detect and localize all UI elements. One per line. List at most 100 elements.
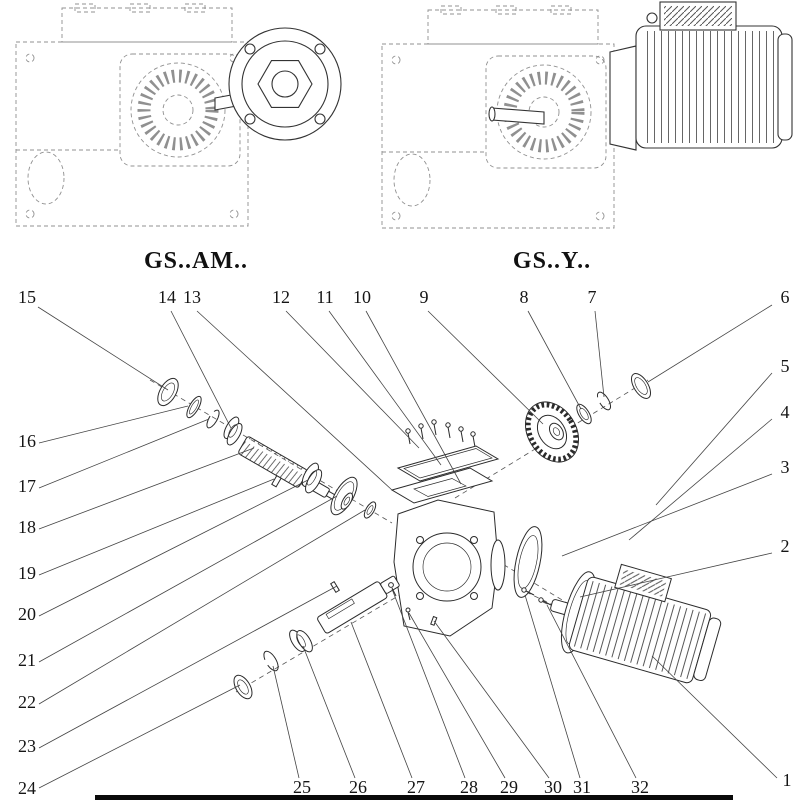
callout-number-10: 10 xyxy=(353,287,371,307)
callout-number-29: 29 xyxy=(500,777,518,797)
cover-gasket xyxy=(390,467,494,504)
callout-leader-2 xyxy=(579,552,773,598)
callout-number-1: 1 xyxy=(783,770,792,790)
callout-leader-28 xyxy=(391,588,466,779)
callout-number-28: 28 xyxy=(460,777,478,797)
callout-number-4: 4 xyxy=(781,402,790,422)
circlip-output xyxy=(263,650,279,672)
callout-leader-29 xyxy=(408,612,506,779)
callout-number-20: 20 xyxy=(18,604,36,624)
callout-leader-7 xyxy=(594,310,605,398)
flange-bolt-circle xyxy=(241,40,329,128)
cover-plate xyxy=(396,445,500,482)
variant-label-gsam: GS..AM.. xyxy=(144,248,248,274)
variant-label-gsy: GS..Y.. xyxy=(513,248,591,274)
callout-leader-30 xyxy=(433,620,550,779)
callout-number-19: 19 xyxy=(18,563,36,583)
callout-leader-26 xyxy=(302,645,356,779)
callout-leader-12 xyxy=(285,310,420,449)
callout-number-31: 31 xyxy=(573,777,591,797)
callout-leader-18 xyxy=(38,447,255,530)
helical-gear xyxy=(525,401,579,463)
motor-flange xyxy=(609,45,637,151)
callout-number-9: 9 xyxy=(420,287,429,307)
callout-leader-15 xyxy=(37,306,169,391)
callout-number-7: 7 xyxy=(588,287,597,307)
callout-number-8: 8 xyxy=(520,287,529,307)
output-shaft xyxy=(317,575,400,634)
callout-number-12: 12 xyxy=(272,287,290,307)
callout-leader-5 xyxy=(655,372,773,506)
motor-flange-bolts xyxy=(521,587,552,606)
callout-number-27: 27 xyxy=(407,777,425,797)
washer-input xyxy=(186,395,202,419)
motor-fan-cover xyxy=(693,617,722,682)
page-edge-mark xyxy=(95,795,733,800)
oil-seal-gear xyxy=(630,373,652,399)
callout-leader-20 xyxy=(38,479,309,617)
callout-leader-1 xyxy=(651,655,778,779)
callout-leader-31 xyxy=(524,594,581,779)
cover-screws xyxy=(405,419,476,448)
callout-leader-4 xyxy=(628,418,773,541)
callout-number-17: 17 xyxy=(18,476,36,496)
washer-output xyxy=(233,674,253,700)
oil-seal-input xyxy=(157,377,179,407)
motor-cooling-fins xyxy=(572,580,708,680)
callout-leader-23 xyxy=(38,585,338,749)
motor-fan-cover xyxy=(777,33,793,141)
gearbox-housing-outline xyxy=(16,4,248,226)
motor-assembly xyxy=(609,1,793,151)
exploded-view xyxy=(157,373,722,700)
callout-leader-22 xyxy=(38,509,366,705)
circlip-gear xyxy=(596,391,612,411)
spacer-ring xyxy=(363,501,377,519)
callout-number-22: 22 xyxy=(18,692,36,712)
callout-number-21: 21 xyxy=(18,650,36,670)
motor-cooling-fins xyxy=(642,31,776,143)
washer-gear xyxy=(576,403,592,425)
callout-number-6: 6 xyxy=(781,287,790,307)
callout-leader-27 xyxy=(350,621,413,779)
callout-number-14: 14 xyxy=(158,287,176,307)
callout-number-24: 24 xyxy=(18,778,36,798)
bearing-output xyxy=(289,629,313,653)
callout-leader-3 xyxy=(561,473,773,557)
callout-leader-10 xyxy=(365,310,462,485)
callout-number-3: 3 xyxy=(781,457,790,477)
callout-leader-32 xyxy=(546,604,637,779)
dowel-pin xyxy=(271,474,282,488)
callout-number-32: 32 xyxy=(631,777,649,797)
callout-leader-8 xyxy=(527,310,582,410)
callout-number-13: 13 xyxy=(183,287,201,307)
input-flange-assembly xyxy=(214,27,342,141)
circlip-input xyxy=(206,409,220,429)
callout-leader-17 xyxy=(38,418,210,489)
worm-gear xyxy=(330,476,358,516)
callout-leader-6 xyxy=(647,304,773,383)
output-flange-cover xyxy=(513,526,543,598)
gearbox-gsy-drawing xyxy=(382,1,793,228)
callout-leader-11 xyxy=(328,310,442,466)
callout-number-11: 11 xyxy=(316,287,333,307)
gearbox-gsam-drawing xyxy=(16,4,342,226)
callout-number-16: 16 xyxy=(18,431,36,451)
callout-leader-16 xyxy=(38,405,189,444)
callout-number-30: 30 xyxy=(544,777,562,797)
callout-number-18: 18 xyxy=(18,517,36,537)
callout-number-26: 26 xyxy=(349,777,367,797)
flange-center-bore xyxy=(271,70,299,98)
callout-leader-19 xyxy=(38,478,275,576)
callout-leader-14 xyxy=(170,310,232,429)
callout-leader-9 xyxy=(427,310,544,425)
housing-screws xyxy=(388,582,438,626)
callout-number-23: 23 xyxy=(18,736,36,756)
callout-number-2: 2 xyxy=(781,536,790,556)
callout-number-15: 15 xyxy=(18,287,36,307)
output-shaft-stub xyxy=(491,107,545,125)
callout-number-25: 25 xyxy=(293,777,311,797)
lifting-eye xyxy=(646,12,658,24)
